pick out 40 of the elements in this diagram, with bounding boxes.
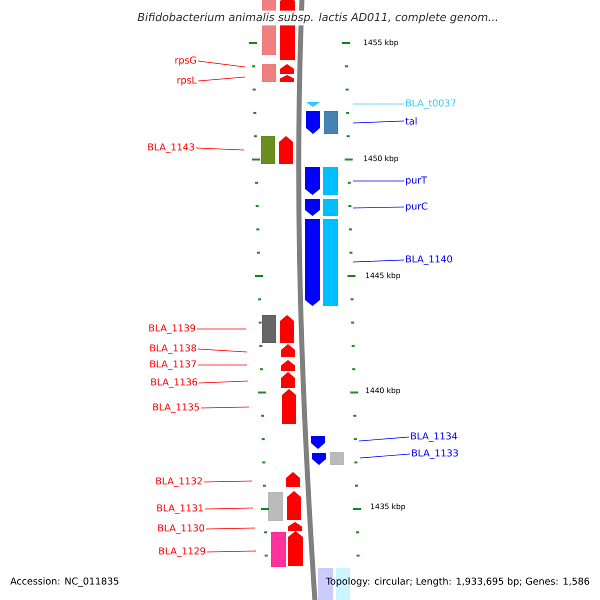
gene-label: BLA_1138 [150,344,196,354]
leader-line [352,180,404,182]
accession-text: Accession: NC_011835 [10,577,118,587]
gene-label: purT [406,176,427,186]
gene-label: BLA_1131 [157,504,203,514]
leader-line [198,60,246,68]
leader-line [198,348,248,352]
gene-label: BLA_1139 [149,324,196,334]
gene-label: BLA_1136 [151,378,198,388]
gene-label: rpsL [177,76,197,86]
gene-label: BLA_1129 [159,547,206,557]
leader-line [198,380,248,384]
leader-line [358,436,410,442]
gene-label: BLA_1137 [150,360,196,370]
leader-line [198,76,246,82]
leader-line [198,364,248,366]
gene-label: BLA_1135 [153,403,199,413]
map-title: Bifidobacterium animalis subsp. lactis AD011, complete genom... [135,10,501,26]
gene-label: BLA_1140 [406,255,452,265]
leader-line [206,550,256,552]
gene-label: BLA_1143 [148,143,194,153]
gene-label: BLA_1130 [158,524,204,534]
leader-line [352,260,404,262]
leader-line [360,454,410,458]
gene-label: purC [406,202,428,212]
leader-line [206,528,256,530]
leader-line [352,120,404,124]
leader-line [200,406,250,408]
gene-label: tal [405,117,416,125]
genome-summary-text: Topology: circular; Length: 1,933,695 bp; Genes: 1,586 [326,577,590,587]
leader-line [352,206,404,208]
leader-line [196,328,246,330]
leader-line [204,508,254,510]
gene-label: BLA_1134 [411,432,458,442]
gene-label: BLA_1133 [412,449,458,459]
leader-line [196,148,244,150]
gene-label: BLA_1132 [156,477,202,487]
leader-line [204,480,252,482]
gene-label: rpsG [175,56,196,66]
gene-label: BLA_t0037 [406,99,456,109]
